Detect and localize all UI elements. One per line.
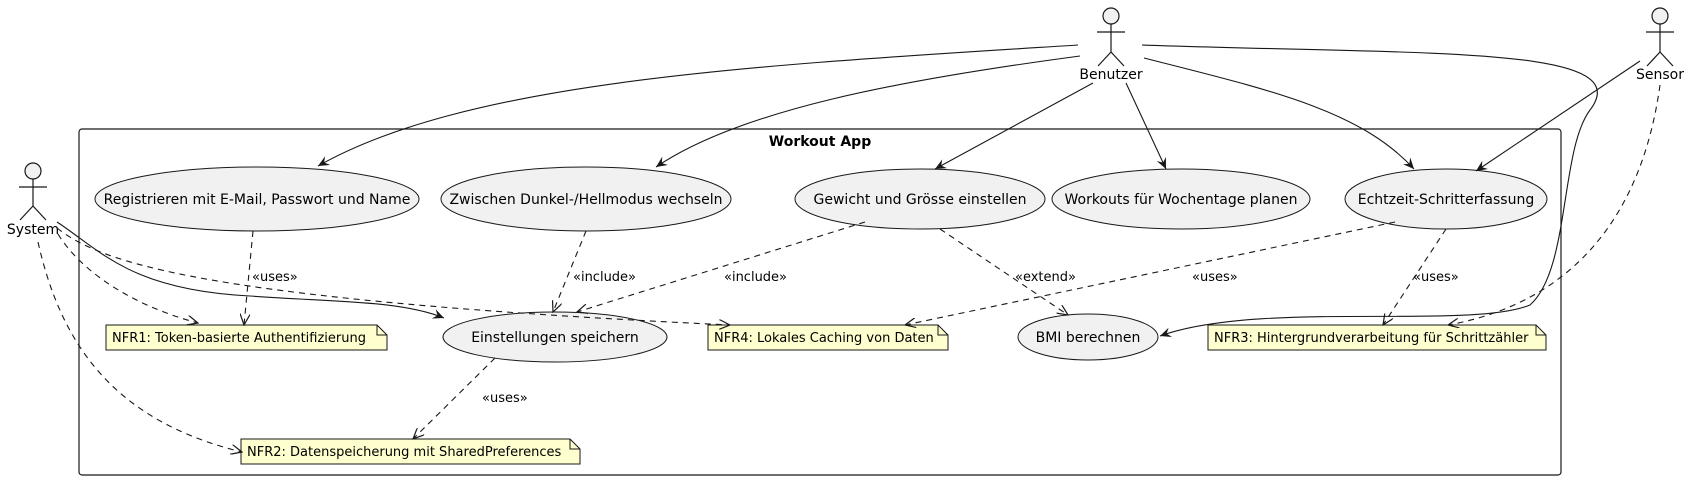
edge-label-include-modus: «include»: [573, 270, 636, 285]
assoc-benutzer-registrieren: [317, 44, 1079, 167]
usecase-speichern[interactable]: Einstellungen speichern: [442, 311, 668, 363]
actor-system-stick-figure-icon: [19, 162, 47, 221]
usecase-registrieren[interactable]: Registrieren mit E-Mail, Passwort und Na…: [94, 166, 420, 232]
note-nfr1-label: NFR1: Token-basierte Authentifizierung: [112, 331, 366, 346]
dep-speichern-nfr2: [413, 357, 496, 439]
note-nfr4-label: NFR4: Lokales Caching von Daten: [714, 331, 934, 346]
usecase-workouts-label: Workouts für Wochentage planen: [1064, 192, 1297, 208]
usecase-modus-label: Zwischen Dunkel-/Hellmodus wechseln: [449, 192, 722, 208]
assoc-benutzer-schritte: [1143, 57, 1415, 170]
assoc-benutzer-workouts: [1125, 82, 1167, 170]
assoc-benutzer-modus: [655, 55, 1081, 168]
actor-system[interactable]: System: [7, 162, 59, 238]
note-nfr2-label: NFR2: Datenspeicherung mit SharedPrefere…: [247, 445, 562, 460]
dep-modus-speichern: [553, 230, 587, 312]
usecase-modus[interactable]: Zwischen Dunkel-/Hellmodus wechseln: [440, 166, 732, 232]
usecase-registrieren-label: Registrieren mit E-Mail, Passwort und Na…: [104, 192, 411, 208]
actor-benutzer-stick-figure-icon: [1097, 7, 1125, 67]
edge-label-uses-schritte-nfr4: «uses»: [1192, 270, 1238, 285]
dep-registrieren-nfr1: [244, 230, 254, 325]
usecase-bmi-label: BMI berechnen: [1036, 330, 1141, 346]
edge-label-include-gewicht: «include»: [724, 270, 787, 285]
assoc-benutzer-bmi: [1141, 44, 1598, 337]
note-nfr2[interactable]: NFR2: Datenspeicherung mit SharedPrefere…: [240, 438, 581, 465]
usecase-bmi[interactable]: BMI berechnen: [1017, 313, 1159, 361]
note-nfr1[interactable]: NFR1: Token-basierte Authentifizierung: [105, 324, 388, 351]
dep-sensor-nfr3: [1448, 84, 1661, 325]
note-nfr3[interactable]: NFR3: Hintergrundverarbeitung für Schrit…: [1207, 324, 1547, 351]
dep-gewicht-speichern: [577, 221, 866, 312]
assoc-benutzer-gewicht: [934, 82, 1094, 170]
actor-benutzer-label: Benutzer: [1079, 67, 1142, 83]
usecase-speichern-label: Einstellungen speichern: [471, 330, 639, 346]
dependencies: [37, 84, 1661, 452]
edge-label-uses-speichern: «uses»: [482, 391, 528, 406]
usecase-gewicht-label: Gewicht und Grösse einstellen: [814, 192, 1027, 208]
system-boundary: Workout App: [78, 128, 1562, 476]
actor-sensor-label: Sensor: [1636, 67, 1684, 83]
actor-benutzer[interactable]: Benutzer: [1079, 7, 1143, 83]
dep-schritte-nfr4: [905, 221, 1396, 325]
dep-gewicht-bmi: [939, 228, 1068, 315]
assoc-sensor-schritte: [1475, 60, 1641, 172]
edge-label-uses-schritte-nfr3: «uses»: [1413, 270, 1459, 285]
actor-sensor[interactable]: Sensor: [1636, 7, 1684, 83]
actor-system-label: System: [7, 222, 59, 238]
usecase-workouts[interactable]: Workouts für Wochentage planen: [1051, 168, 1311, 230]
dep-system-nfr4: [56, 227, 730, 325]
edge-label-extend-bmi: «extend»: [1015, 270, 1076, 285]
note-nfr3-label: NFR3: Hintergrundverarbeitung für Schrit…: [1214, 331, 1529, 346]
dep-system-nfr1: [57, 233, 198, 323]
system-boundary-title: Workout App: [769, 134, 871, 150]
note-nfr4[interactable]: NFR4: Lokales Caching von Daten: [707, 324, 949, 351]
edge-label-uses-registrieren: «uses»: [252, 270, 298, 285]
usecase-schritte[interactable]: Echtzeit-Schritterfassung: [1344, 168, 1548, 230]
dep-schritte-nfr3: [1383, 228, 1447, 325]
actor-sensor-stick-figure-icon: [1646, 7, 1674, 67]
usecase-schritte-label: Echtzeit-Schritterfassung: [1358, 192, 1534, 208]
usecase-gewicht[interactable]: Gewicht und Grösse einstellen: [794, 168, 1046, 230]
assoc-system-speichern: [56, 221, 445, 319]
dep-system-nfr2: [37, 241, 242, 452]
